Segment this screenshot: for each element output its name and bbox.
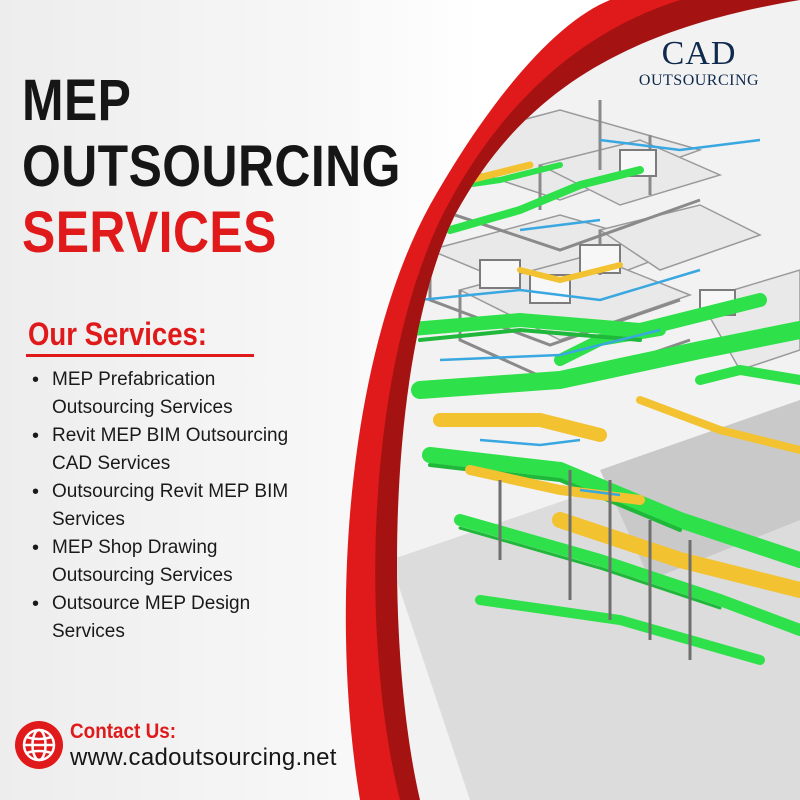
service-line-1: Revit MEP BIM Outsourcing	[52, 425, 289, 446]
services-list-item: Outsourcing Revit MEP BIM Services	[30, 478, 360, 534]
logo-sub-text: OUTSOURCING	[638, 72, 760, 89]
brand-logo: CAD OUTSOURCING	[628, 36, 770, 90]
contact-label: Contact Us:	[70, 720, 177, 743]
service-line-1: Outsource MEP Design	[52, 593, 251, 614]
service-line-2: Services	[52, 621, 125, 642]
service-line-2: Outsourcing Services	[52, 565, 233, 586]
headline-line-1: MEP	[22, 68, 132, 133]
services-heading-underline	[26, 354, 254, 357]
globe-icon	[15, 721, 63, 769]
headline-line-3: SERVICES	[22, 200, 277, 265]
headline-line-2: OUTSOURCING	[22, 134, 401, 199]
service-line-2: Outsourcing Services	[52, 397, 233, 418]
service-line-1: MEP Shop Drawing	[52, 537, 218, 558]
logo-main-text: CAD	[661, 35, 737, 72]
service-line-1: MEP Prefabrication	[52, 369, 216, 390]
service-line-1: Outsourcing Revit MEP BIM	[52, 481, 289, 502]
services-list-item: MEP Shop Drawing Outsourcing Services	[30, 534, 360, 590]
services-list-item: MEP Prefabrication Outsourcing Services	[30, 366, 360, 422]
service-line-2: Services	[52, 509, 125, 530]
services-list-item: Revit MEP BIM Outsourcing CAD Services	[30, 422, 360, 478]
services-list: MEP Prefabrication Outsourcing Services …	[30, 366, 360, 646]
services-list-item: Outsource MEP Design Services	[30, 590, 360, 646]
services-heading: Our Services:	[28, 316, 207, 352]
headline: MEP OUTSOURCING SERVICES	[22, 68, 401, 266]
website-link[interactable]: www.cadoutsourcing.net	[70, 744, 337, 771]
service-line-2: CAD Services	[52, 453, 171, 474]
